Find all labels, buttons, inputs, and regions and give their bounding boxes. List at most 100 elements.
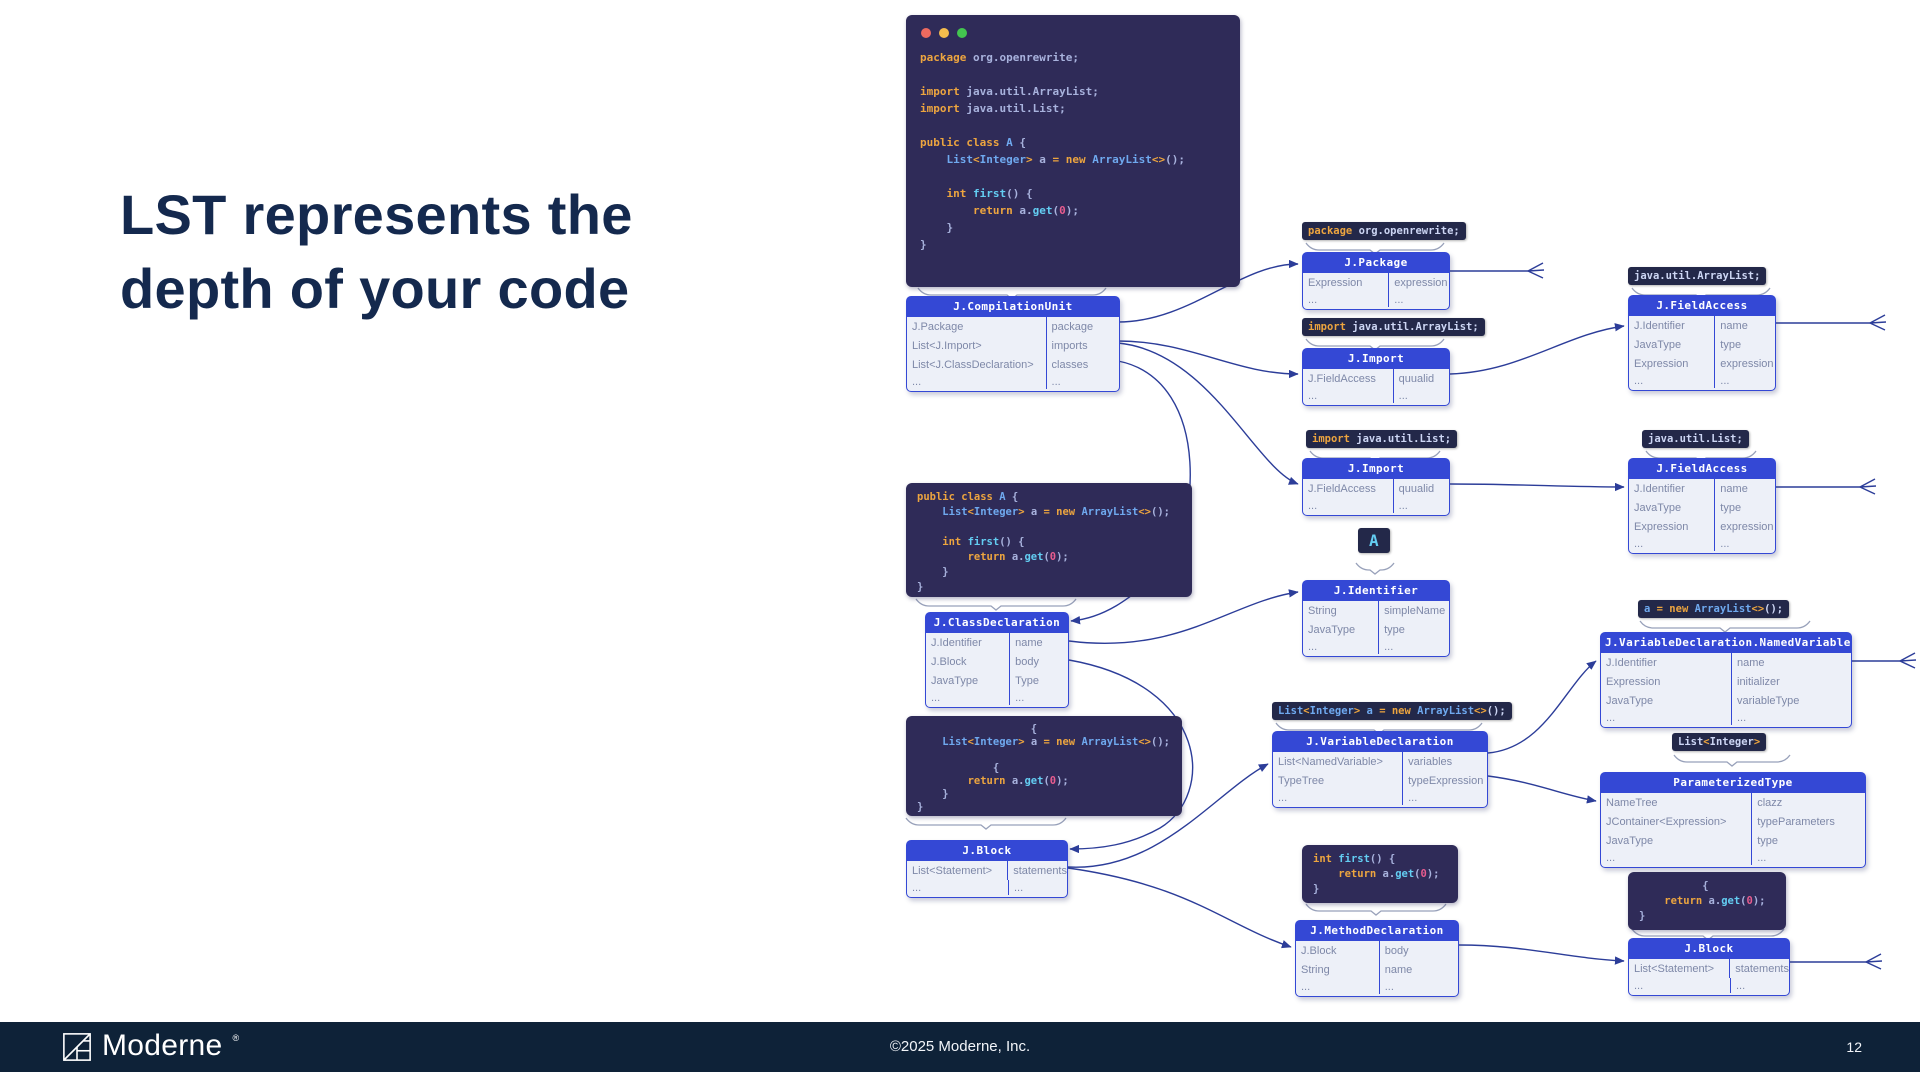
code-token: (); xyxy=(1486,705,1506,717)
code-block-source: int first() { return a.get(0);} xyxy=(1302,845,1458,904)
code-token: ( xyxy=(1414,868,1421,880)
field-type: ... xyxy=(1301,980,1311,993)
field-name: typeParameters xyxy=(1751,812,1865,831)
field-type: JContainer<Expression> xyxy=(1606,815,1727,828)
code-line: return a.get(0); xyxy=(1639,894,1775,909)
code-token: a. xyxy=(1708,895,1722,907)
field-type: J.Identifier xyxy=(1606,656,1657,669)
code-block-method-first: int first() { return a.get(0);} xyxy=(1302,845,1458,903)
field-type: List<NamedVariable> xyxy=(1278,755,1383,768)
code-token: import xyxy=(1312,433,1357,445)
code-token: A xyxy=(999,491,1012,503)
code-token: 0 xyxy=(1049,775,1057,787)
code-token: return xyxy=(1313,868,1383,880)
code-token: first xyxy=(972,187,1007,200)
code-token: > xyxy=(1025,153,1040,166)
field-type: ... xyxy=(912,375,922,388)
lst-node-field-row: ...... xyxy=(1303,292,1449,307)
field-type: List<Statement> xyxy=(1634,962,1715,975)
code-token: 0 xyxy=(1049,551,1057,563)
field-type: ... xyxy=(1634,979,1644,992)
code-line: } xyxy=(917,801,1171,814)
code-token: () { xyxy=(1369,853,1396,865)
field-name: name xyxy=(1378,960,1458,979)
code-token: a xyxy=(1030,506,1044,518)
field-name: ... xyxy=(1009,690,1068,705)
code-chip-package-stmt: package org.openrewrite; xyxy=(1302,222,1466,240)
code-token: > xyxy=(1018,506,1031,518)
lst-node-title: J.Import xyxy=(1303,459,1449,479)
code-block-class-a: public class A { List<Integer> a = new A… xyxy=(906,483,1192,597)
field-name: ... xyxy=(1751,850,1865,865)
code-token: Integer xyxy=(979,153,1026,166)
field-type: TypeTree xyxy=(1278,774,1325,787)
code-token: (); xyxy=(1764,603,1784,615)
field-name: quualid xyxy=(1392,369,1449,388)
code-line: } xyxy=(917,565,1181,580)
field-type: String xyxy=(1301,963,1330,976)
code-token: = new xyxy=(1379,705,1418,717)
field-name: variables xyxy=(1402,752,1487,771)
footer-bar: Moderne ® ©2025 Moderne, Inc. 12 xyxy=(0,1022,1920,1072)
field-name: ... xyxy=(1714,536,1775,551)
code-chip-import-list: import java.util.List; xyxy=(1306,430,1458,448)
code-token: get xyxy=(1024,775,1044,787)
code-token: } xyxy=(917,566,949,578)
code-line: } xyxy=(1313,882,1447,897)
code-token: ( xyxy=(1052,204,1060,217)
code-token: ArrayList xyxy=(1092,153,1152,166)
field-type: Expression xyxy=(1606,675,1661,688)
field-name: ... xyxy=(1378,979,1458,994)
code-token: return xyxy=(1639,895,1709,907)
crowfoot-arrow xyxy=(1869,314,1887,331)
code-token: a. xyxy=(1382,868,1396,880)
field-type: JavaType xyxy=(931,674,979,687)
field-name: statements xyxy=(1007,861,1067,880)
code-token: > xyxy=(1753,736,1761,748)
field-name: ... xyxy=(1730,978,1789,993)
code-token: org.openrewrite; xyxy=(1358,225,1460,237)
lst-node-field-row: ...... xyxy=(926,690,1068,705)
code-token: 0 xyxy=(1420,868,1427,880)
lst-node-field-row: JContainer<Expression> typeParameters xyxy=(1601,812,1865,831)
code-line: { xyxy=(917,762,1171,775)
code-token: 0 xyxy=(1059,204,1066,217)
lst-node-field-row: ...... xyxy=(1601,850,1865,865)
field-type: ... xyxy=(912,881,922,894)
field-name: ... xyxy=(1731,710,1851,725)
field-type: NameTree xyxy=(1606,796,1658,809)
lst-node-field-row: String name xyxy=(1296,960,1458,979)
field-name: body xyxy=(1009,652,1068,671)
title-line-1: LST represents the xyxy=(120,183,633,246)
field-type: ... xyxy=(1634,374,1644,387)
code-token: { xyxy=(1011,491,1019,503)
lst-node-title: J.Identifier xyxy=(1303,581,1449,601)
code-line: } xyxy=(917,580,1181,595)
code-token: java.util.List; xyxy=(1356,433,1452,445)
field-type: ... xyxy=(1606,851,1616,864)
crowfoot-arrow xyxy=(1899,652,1917,669)
field-type: ... xyxy=(1308,293,1318,306)
code-token: first xyxy=(967,536,1000,548)
lst-node-field-row: ...... xyxy=(1273,790,1487,805)
code-line: public class A { xyxy=(917,490,1181,505)
code-token: ); xyxy=(1056,775,1069,787)
